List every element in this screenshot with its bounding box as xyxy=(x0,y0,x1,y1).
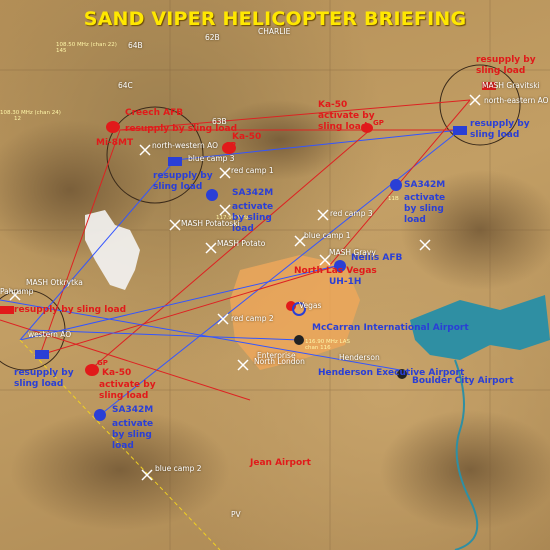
mountain-range-west xyxy=(0,120,160,260)
grid-label: 62B xyxy=(205,33,220,42)
w-ao-label: western AO xyxy=(28,330,72,339)
pv-label: PV xyxy=(231,510,241,519)
sa342-east-label: SA342M xyxy=(404,180,446,190)
henderson-town-label: Henderson xyxy=(339,353,380,362)
ka50-north-icon xyxy=(361,123,373,133)
frequency-label: 116.90 MHz LAS xyxy=(305,339,350,345)
gp-label: GP xyxy=(97,359,108,367)
mash-potatoski-label: MASH Potatoski xyxy=(181,219,240,228)
north-london-label: North London xyxy=(254,357,305,366)
mountain-range-southeast xyxy=(380,410,550,530)
gp-label: GP xyxy=(373,119,384,127)
boundary-line xyxy=(19,339,221,550)
camp-markers xyxy=(9,94,481,481)
frequency-label: 117.90 MHz xyxy=(216,215,249,221)
red-helicopter-icon xyxy=(222,142,236,154)
blue-resupply-ne-icon xyxy=(453,126,467,135)
w-red-resupply-icon xyxy=(0,306,14,314)
blue-resupply-nw-icon xyxy=(168,157,182,166)
charleston-peak-snow xyxy=(85,210,140,290)
mash-gravitski-label: MASH Gravitski xyxy=(482,81,540,90)
mountain-range-south xyxy=(10,410,230,530)
ka50-south-label: Ka-50 xyxy=(102,368,132,378)
sa342-south-icon xyxy=(94,409,106,421)
sa342-mid-label: SA342M xyxy=(232,188,274,198)
red-camp-3-label: red camp 3 xyxy=(330,209,373,218)
blue-camp-3-label: blue camp 3 xyxy=(188,154,235,163)
sa342-mid-icon xyxy=(206,189,218,201)
ne-red-resupply-label: resupply by sling load xyxy=(476,55,536,76)
creech-red-icon xyxy=(106,121,120,133)
red-camp-1-label: red camp 1 xyxy=(231,166,274,175)
mi8-label: Mi-8MT xyxy=(96,138,134,148)
enterprise-label: Enterprise xyxy=(257,351,296,360)
red-camp-2-label: red camp 2 xyxy=(231,314,274,323)
red-unit-icons xyxy=(0,82,496,376)
frequency-label: 12 xyxy=(14,116,21,122)
briefing-title: SAND VIPER HELICOPTER BRIEFING xyxy=(83,8,467,30)
west-red-resupply-label: resupply by sling load xyxy=(14,305,127,315)
ne-ao-label: north-eastern AO xyxy=(484,96,549,105)
mash-otkrytka-label: MASH Otkrytka xyxy=(26,278,83,287)
ka50-south-icon xyxy=(85,364,99,376)
grid-label: 64C xyxy=(118,81,133,90)
sa342-mid-activate-label: activate by sling load xyxy=(232,202,274,234)
ne-red-resupply-icon xyxy=(482,82,496,90)
uh1h-label: UH-1H xyxy=(329,277,362,287)
mash-potato-label: MASH Potato xyxy=(217,239,266,248)
mountain-range-north xyxy=(210,100,350,180)
mccarran-airport-label: McCarran International Airport xyxy=(312,323,469,333)
colorado-river xyxy=(454,359,479,550)
vegas-blue-icon xyxy=(292,302,306,316)
nellis-afb-label: Nellis AFB xyxy=(351,253,403,263)
grid-label: 64B xyxy=(128,41,143,50)
blue-resupply-w-icon xyxy=(35,350,49,359)
sa342-south-label: SA342M xyxy=(112,405,154,415)
jean-airport-label: Jean Airport xyxy=(250,458,311,468)
nellis-icon xyxy=(334,260,346,272)
creech-resupply-label: resupply by sling load xyxy=(125,124,238,134)
pahrump-label: Pahrump xyxy=(0,287,34,296)
vegas-label: Vegas xyxy=(299,301,322,310)
gp-label: GP xyxy=(225,141,236,149)
blue-camp-1-label: blue camp 1 xyxy=(304,231,351,240)
mash-gravy-label: MASH Gravy xyxy=(329,248,376,257)
ne-blue-resupply-label: resupply by sling load xyxy=(470,119,530,140)
grid-label: CHARLIE xyxy=(258,27,291,36)
creech-afb-label: Creech AFB xyxy=(125,108,184,118)
frequency-label: 11B xyxy=(388,196,399,202)
boulder-city-airport-label: Boulder City Airport xyxy=(412,376,514,386)
grid-label: 63B xyxy=(212,117,227,126)
route-lines xyxy=(0,99,471,416)
blue-camp-2-label: blue camp 2 xyxy=(155,464,202,473)
blue-unit-icons xyxy=(35,126,467,421)
ka50-north-label: Ka-50 xyxy=(318,100,348,110)
frequency-label: 108.50 MHz (chan 22) xyxy=(56,42,117,48)
north-las-vegas-label: North Las Vegas xyxy=(294,266,377,276)
sa342-south-activate-label: activate by sling load xyxy=(112,419,154,451)
henderson-airport-icon xyxy=(397,369,407,379)
west-blue-resupply-label: resupply by sling load xyxy=(14,368,74,389)
ka50-south-activate-label: activate by sling load xyxy=(99,380,156,401)
nw-blue-resupply-label: resupply by sling load xyxy=(153,171,213,192)
frequency-label: 145 xyxy=(56,48,67,54)
ka50-small-label: Ka-50 xyxy=(232,132,262,142)
north-western-ao-circle xyxy=(106,106,204,204)
frequency-label: 108.30 MHz (chan 24) xyxy=(0,110,61,116)
north-eastern-ao-circle xyxy=(439,64,521,146)
frequency-label: chan 116 xyxy=(305,345,331,351)
ka50-north-activate-label: activate by sling load xyxy=(318,111,375,132)
lake-mead xyxy=(410,295,550,360)
sa342-east-icon xyxy=(390,179,402,191)
henderson-airport-label: Henderson Executive Airport xyxy=(318,368,465,378)
mccarran-icon xyxy=(294,335,304,345)
sa342-east-activate-label: activate by sling load xyxy=(404,193,446,225)
western-ao-circle xyxy=(0,289,66,371)
nw-ao-label: north-western AO xyxy=(152,141,219,150)
